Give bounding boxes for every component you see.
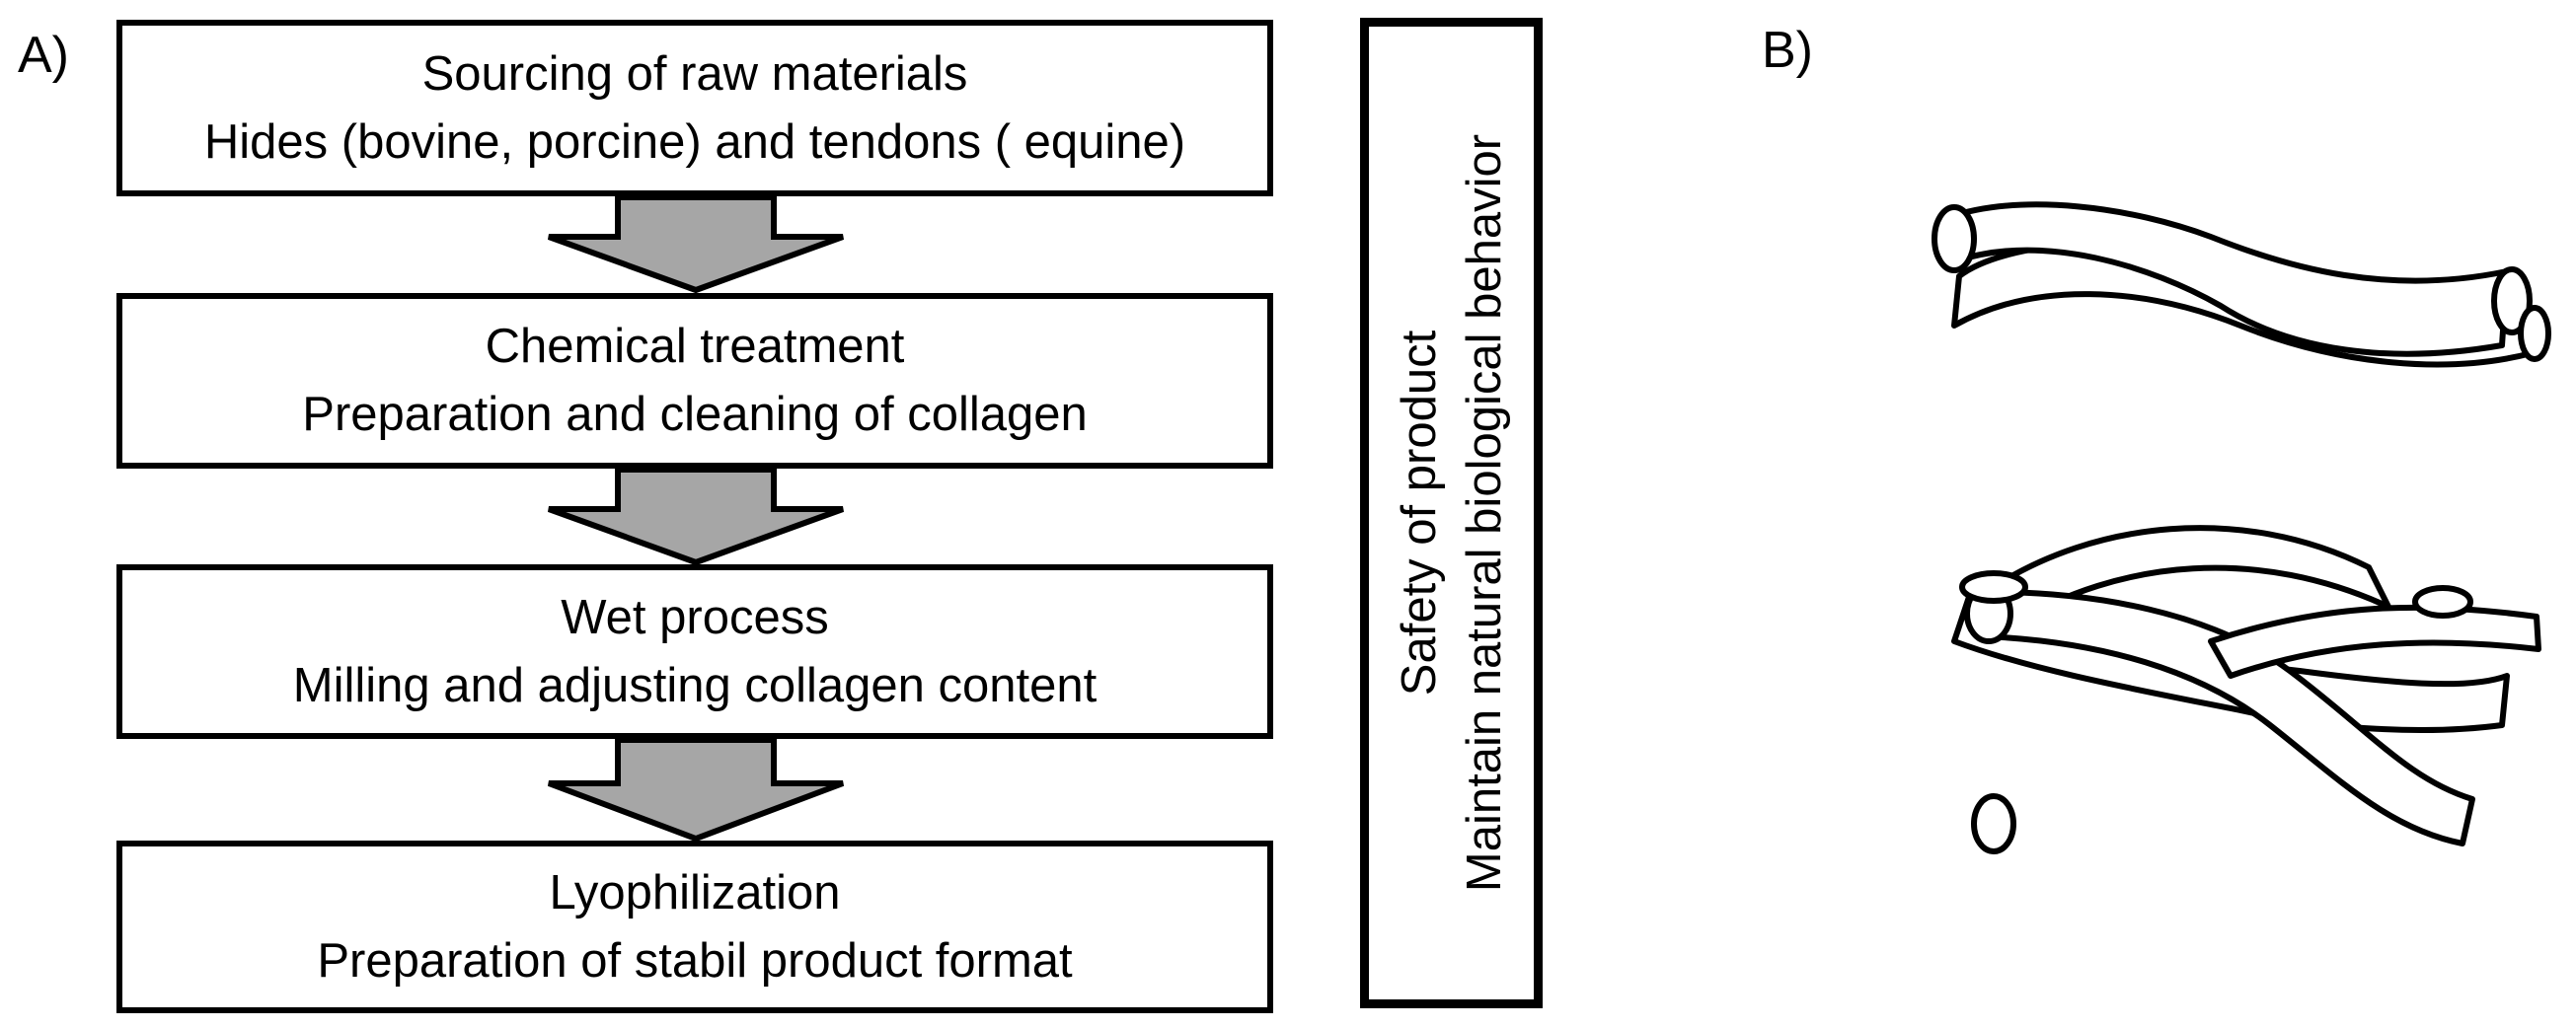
collagen-fibrils-illustration <box>1932 201 2551 854</box>
step-subtitle: Milling and adjusting collagen content <box>292 658 1098 712</box>
down-arrow-icon <box>547 737 845 843</box>
down-arrow-icon <box>547 467 845 566</box>
step-title: Chemical treatment <box>485 320 905 374</box>
panel-a-label: A) <box>18 27 69 84</box>
step-wet-process-box: Wet process Milling and adjusting collag… <box>116 564 1273 739</box>
twisted-collagen-fibril-icon <box>1932 201 2551 368</box>
quality-goals-box: Safety of product Maintain natural biolo… <box>1360 18 1543 1008</box>
step-title: Lyophilization <box>549 865 841 919</box>
panel-b-label: B) <box>1762 22 1813 79</box>
step-subtitle: Preparation and cleaning of collagen <box>302 388 1088 441</box>
crossed-collagen-fibrils-icon <box>1951 525 2541 854</box>
side-line-safety: Safety of product <box>1392 330 1446 697</box>
side-line-biological: Maintain natural biological behavior <box>1457 133 1511 893</box>
step-title: Sourcing of raw materials <box>421 46 968 101</box>
step-subtitle: Preparation of stabil product format <box>317 933 1073 988</box>
step-lyophilization-box: Lyophilization Preparation of stabil pro… <box>116 841 1273 1013</box>
step-chemical-treatment-box: Chemical treatment Preparation and clean… <box>116 293 1273 469</box>
step-sourcing-box: Sourcing of raw materials Hides (bovine,… <box>116 20 1273 196</box>
down-arrow-icon <box>547 194 845 294</box>
step-subtitle: Hides (bovine, porcine) and tendons ( eq… <box>203 114 1186 169</box>
step-title: Wet process <box>561 590 829 644</box>
